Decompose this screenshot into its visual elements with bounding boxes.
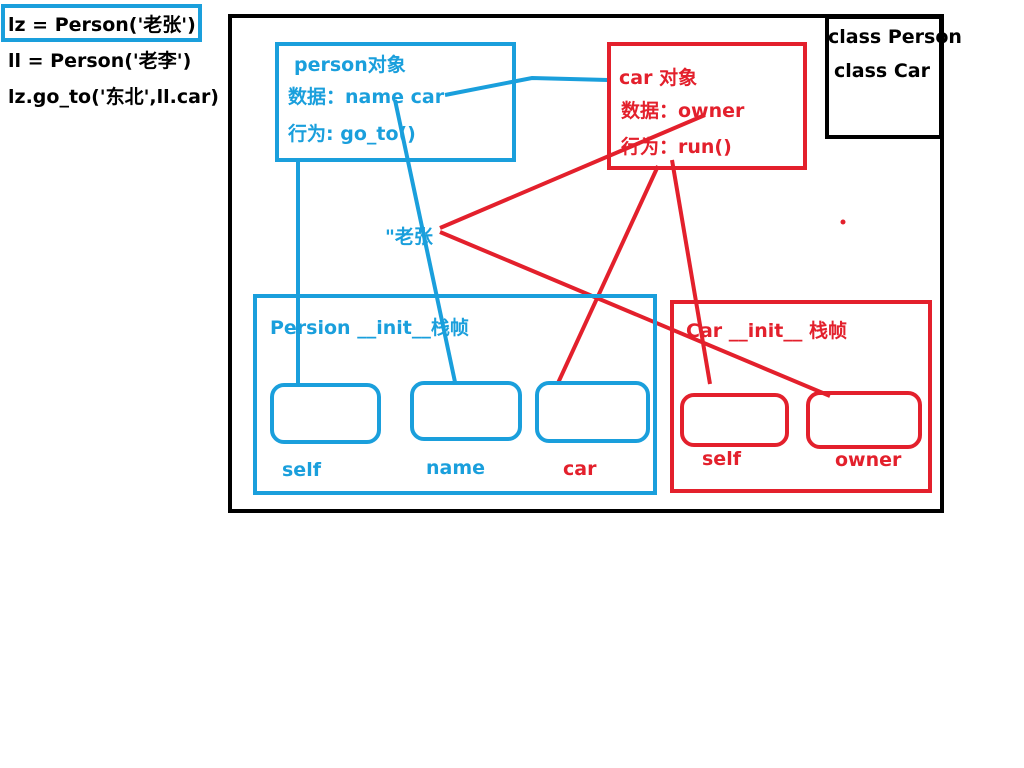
person-object-box: [275, 42, 516, 162]
class-person-label: class Person: [828, 26, 962, 48]
person-frame-self-label: self: [282, 459, 321, 481]
car-object-data: 数据：owner: [621, 100, 745, 122]
car-init-frame: [670, 300, 932, 493]
person-frame-name-slot: [410, 381, 522, 441]
person-frame-name-label: name: [426, 457, 486, 479]
code-line-3: lz.go_to('东北',ll.car): [8, 86, 219, 108]
car-object-title: car 对象: [619, 67, 698, 89]
person-init-frame-title: Persion __init__栈帧: [270, 317, 469, 339]
car-init-frame-title: Car __init__ 栈帧: [686, 320, 847, 342]
class-box: [825, 15, 943, 139]
car-frame-self-slot: [680, 393, 789, 447]
memory-frame: [228, 14, 944, 513]
car-slot-link: [556, 165, 660, 384]
person-object-data: 数据：name car: [288, 86, 445, 108]
string-value: "老张: [385, 226, 433, 248]
person-init-frame: [253, 294, 657, 495]
person-frame-car-label: car: [563, 458, 597, 480]
name-to-string-link: [393, 99, 457, 383]
car-frame-self-label: self: [702, 448, 741, 470]
car-self-link: [670, 159, 712, 385]
person-frame-car-slot: [535, 381, 650, 443]
string-to-owner-slot-link: [439, 230, 831, 398]
person-frame-self-slot: [270, 383, 381, 444]
car-frame-owner-slot: [806, 391, 922, 449]
owner-to-string-link: [439, 113, 706, 230]
person-object-behavior: 行为: go_to(): [288, 123, 416, 145]
code-highlight-box: [1, 4, 202, 42]
car-object-box: [607, 42, 807, 170]
red-dot: [840, 219, 846, 225]
code-line-2: ll = Person('老李'): [8, 50, 192, 72]
car-attr-link: [444, 75, 609, 97]
car-frame-owner-label: owner: [835, 449, 902, 471]
person-object-title: person对象: [294, 54, 406, 76]
car-object-behavior: 行为：run(): [621, 136, 732, 158]
code-line-1: lz = Person('老张'): [8, 14, 196, 36]
class-car-label: class Car: [834, 60, 930, 82]
